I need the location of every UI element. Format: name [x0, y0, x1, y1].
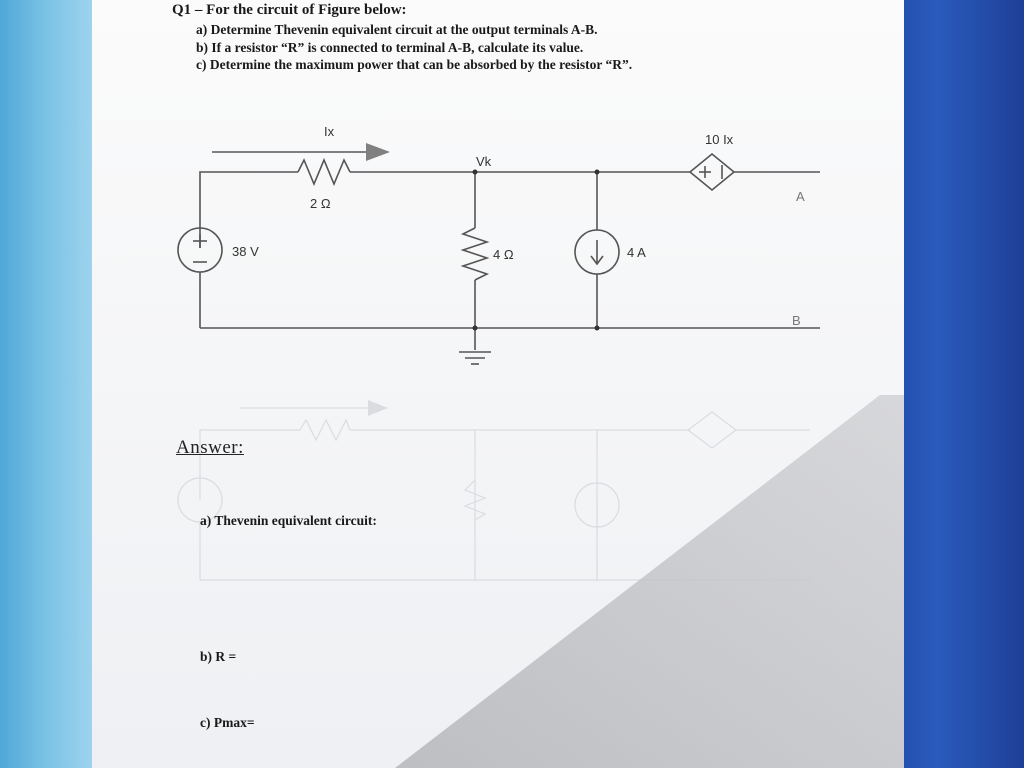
resistor-2-label: 4 Ω	[493, 247, 514, 262]
dependent-voltage-source	[688, 152, 736, 192]
dependent-source-label: 10 Ix	[705, 132, 734, 147]
current-source-label: 4 A	[627, 245, 646, 260]
bleed-through-circuit	[177, 400, 810, 581]
question-item-a: a) Determine Thevenin equivalent circuit…	[196, 22, 598, 37]
question-title: Q1 – For the circuit of Figure below:	[172, 2, 407, 18]
left-background	[0, 0, 95, 768]
right-background	[880, 0, 1024, 768]
node-bottom-mid	[472, 325, 478, 331]
terminal-a-label: A	[796, 189, 805, 204]
resistor-1-label: 2 Ω	[310, 196, 331, 211]
node-vk	[472, 169, 478, 175]
current-label-ix: Ix	[324, 124, 335, 139]
resistor-4-ohm	[460, 227, 490, 281]
answer-c-label: c) Pmax=	[200, 715, 255, 730]
top-left-wire	[199, 171, 298, 248]
node-top-right	[594, 169, 600, 175]
source-voltage-label: 38 V	[232, 244, 259, 259]
node-bottom-right	[594, 325, 600, 331]
terminal-b-label: B	[792, 313, 801, 328]
ix-arrow-head	[366, 143, 390, 161]
resistor-2-ohm	[297, 157, 351, 187]
answer-heading: Answer:	[176, 437, 244, 458]
answer-a-label: a) Thevenin equivalent circuit:	[200, 513, 377, 528]
answer-b-label: b) R =	[200, 649, 237, 664]
question-item-b: b) If a resistor “R” is connected to ter…	[196, 40, 584, 55]
node-label-vk: Vk	[476, 154, 492, 169]
question-item-c: c) Determine the maximum power that can …	[196, 57, 633, 72]
